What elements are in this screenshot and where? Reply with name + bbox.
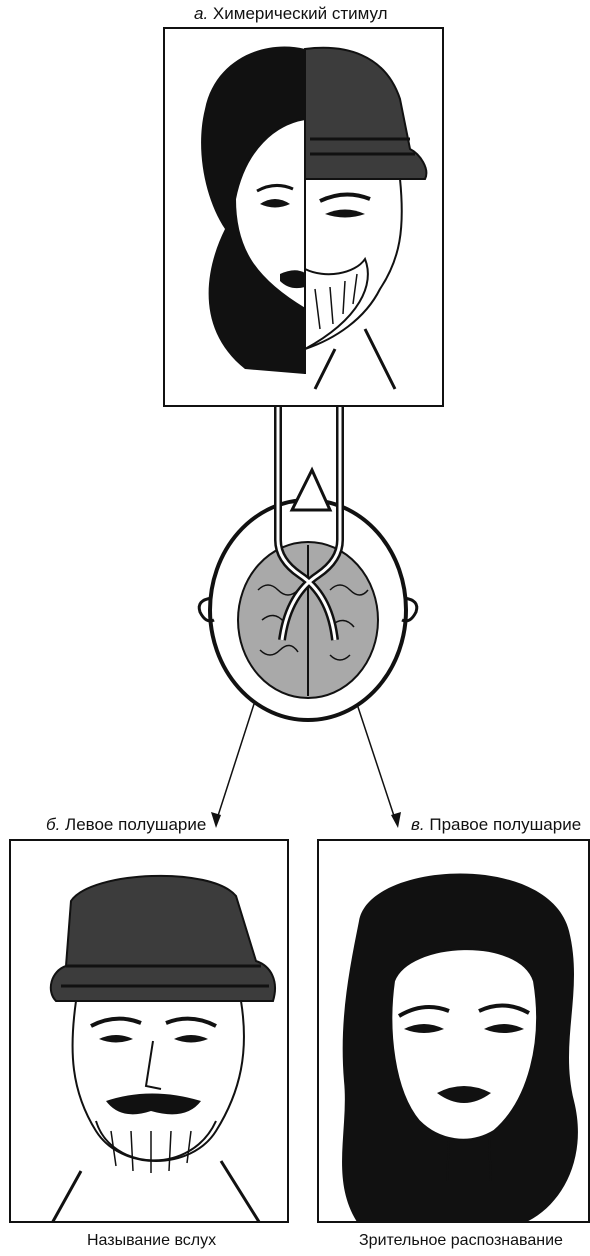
left-hemisphere-face-frame: [9, 839, 289, 1223]
arrow-right-line: [357, 704, 396, 822]
label-letter-b: б.: [46, 815, 60, 834]
arrow-left-line: [216, 704, 254, 822]
label-letter-v: в.: [411, 815, 425, 834]
right-hemisphere-face-frame: [317, 839, 590, 1223]
label-text-v: Правое полушарие: [429, 815, 581, 834]
woman-illustration: [319, 841, 590, 1223]
label-right-hemisphere: в. Правое полушарие: [411, 815, 581, 835]
caption-naming-aloud: Называние вслух: [87, 1232, 216, 1250]
nose: [292, 470, 330, 510]
label-left-hemisphere: б. Левое полушарие: [46, 815, 206, 835]
old-man-illustration: [11, 841, 289, 1223]
caption-visual-recognition: Зрительное распознавание: [359, 1232, 563, 1250]
arrow-left-head: [211, 812, 221, 828]
label-text-b: Левое полушарие: [65, 815, 206, 834]
arrow-right-head: [391, 812, 401, 828]
